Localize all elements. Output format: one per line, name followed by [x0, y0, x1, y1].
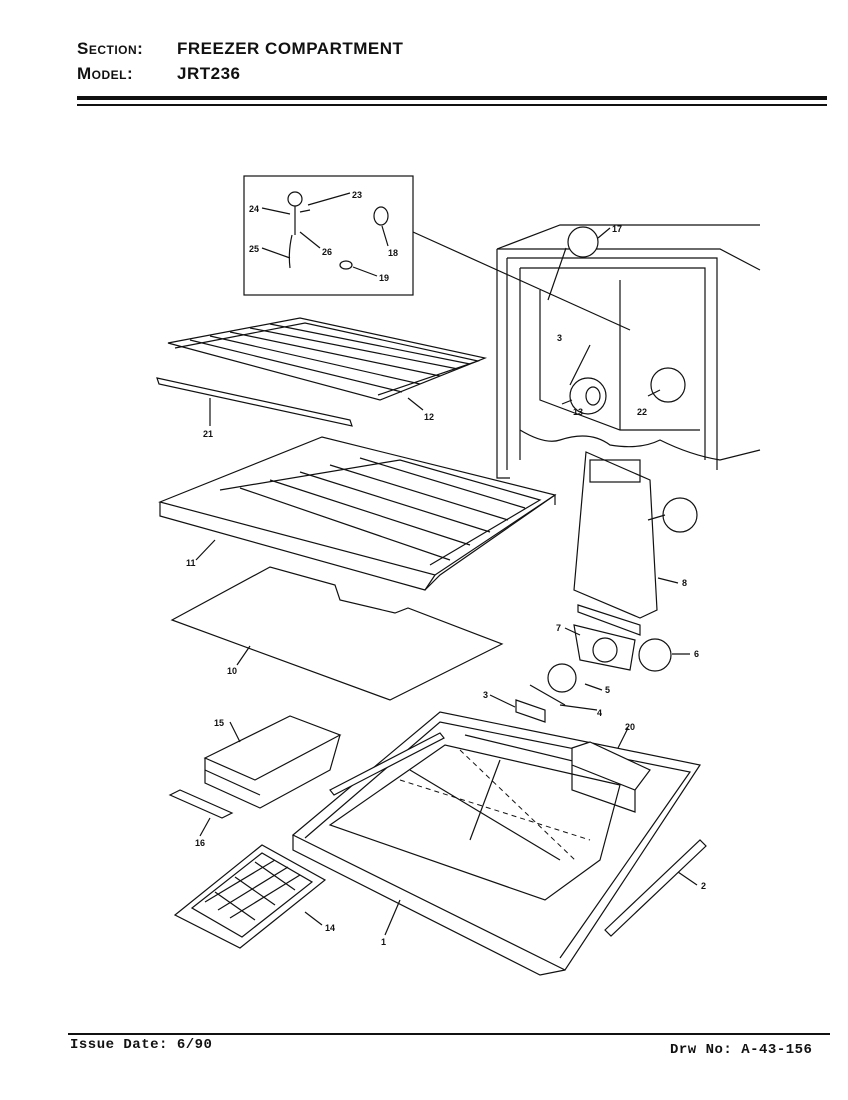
section-heading: Section: FREEZER COMPARTMENT	[77, 39, 403, 59]
callout-21: 21	[203, 429, 213, 439]
model-heading: Model: JRT236	[77, 64, 240, 84]
model-value: JRT236	[177, 64, 241, 83]
section-value: FREEZER COMPARTMENT	[177, 39, 404, 58]
callout-17: 17	[612, 224, 622, 234]
callout-15: 15	[214, 718, 224, 728]
callout-8: 8	[682, 578, 687, 588]
callout-3-cabinet: 3	[557, 333, 562, 343]
shelf-trim	[156, 377, 353, 427]
evaporator-cover	[573, 451, 698, 636]
air-duct	[571, 741, 651, 813]
callout-26: 26	[322, 247, 332, 257]
issue-date: Issue Date: 6/90	[70, 1037, 213, 1053]
shelf-panel	[170, 566, 504, 701]
ice-bin	[203, 715, 342, 809]
callout-3: 3	[483, 690, 488, 700]
callout-18: 18	[388, 248, 398, 258]
ice-tray	[173, 844, 327, 949]
callout-11: 11	[186, 558, 196, 568]
callout-19: 19	[379, 273, 389, 283]
freezer-cabinet	[496, 224, 761, 479]
callout-numbers: 23 24 25 26 18 19 17 13 22 12 21 11 10 8…	[186, 190, 706, 947]
callout-10: 10	[227, 666, 237, 676]
callout-7: 7	[556, 623, 561, 633]
callout-16: 16	[195, 838, 205, 848]
callout-14: 14	[325, 923, 335, 933]
fan-assembly	[515, 624, 672, 723]
callout-24: 24	[249, 204, 259, 214]
callout-4: 4	[597, 708, 602, 718]
inset-detail-box	[243, 175, 631, 331]
trim-strip	[329, 732, 707, 937]
callout-2: 2	[701, 881, 706, 891]
section-label: Section:	[77, 39, 144, 58]
freezer-shelf	[158, 436, 557, 591]
callout-23: 23	[352, 190, 362, 200]
drawing-number: Drw No: A-43-156	[670, 1042, 813, 1058]
callout-6: 6	[694, 649, 699, 659]
callout-5: 5	[605, 685, 610, 695]
footer-rule	[68, 1033, 830, 1035]
callout-22: 22	[637, 407, 647, 417]
callout-25: 25	[249, 244, 259, 254]
leader-lines	[195, 192, 698, 936]
freezer-floor-liner	[291, 711, 701, 976]
callout-20: 20	[625, 722, 635, 732]
bin-handle	[168, 789, 234, 819]
wire-shelf	[167, 317, 488, 401]
header-rule-thin	[77, 104, 827, 106]
callout-13: 13	[573, 407, 583, 417]
callout-1: 1	[381, 937, 386, 947]
model-label: Model:	[77, 64, 134, 83]
callout-12: 12	[424, 412, 434, 422]
header-rule-thick	[77, 96, 827, 100]
